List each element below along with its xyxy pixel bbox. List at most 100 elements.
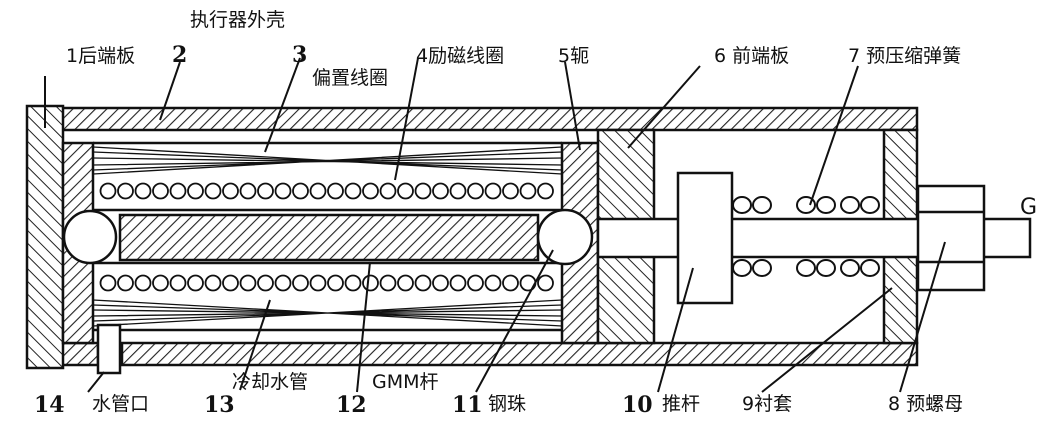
coil-turn <box>467 274 484 292</box>
spring-coils-bottom <box>732 259 880 277</box>
coil-turn <box>362 182 379 200</box>
label-nut: 8 预螺母 <box>888 393 963 415</box>
coil-turn <box>537 182 554 200</box>
label-ball: 钢珠 <box>488 393 526 415</box>
coil-turn <box>99 182 117 200</box>
label-g: G <box>1020 195 1037 220</box>
coil-turn <box>449 274 467 292</box>
bias-coil-top <box>92 146 563 175</box>
label-rod-num: 10 <box>622 392 653 418</box>
coil-turn <box>379 274 397 292</box>
coil-turn <box>204 274 222 292</box>
leader-lines <box>44 57 946 393</box>
spring-turn <box>840 196 860 214</box>
label-bias-num: 3 <box>292 42 307 68</box>
coil-turn <box>449 182 467 200</box>
spring-turn <box>860 196 880 214</box>
coil-turn <box>187 182 204 200</box>
label-gmm-num: 12 <box>336 392 367 418</box>
spring-turn <box>816 196 836 214</box>
coil-turn <box>117 274 134 292</box>
coil-turn <box>344 274 362 292</box>
bias-coil-bottom <box>92 299 563 327</box>
coil-turn <box>397 182 414 200</box>
label-yoke: 5轭 <box>558 45 589 67</box>
coil-turn <box>414 182 432 200</box>
coil-turn <box>134 274 152 292</box>
coil-turn <box>502 182 519 200</box>
label-housing: 执行器外壳 <box>190 9 285 31</box>
coil-turn <box>484 274 502 292</box>
coil-turn <box>152 182 169 200</box>
coil-turn <box>239 274 257 292</box>
label-ball-num: 11 <box>452 392 483 418</box>
excitation-coil-bottom <box>99 274 554 292</box>
label-rear-plate: 1后端板 <box>66 45 135 67</box>
label-spring: 7 预压缩弹簧 <box>848 45 961 67</box>
coil-turn <box>274 274 292 292</box>
coil-turn <box>292 274 309 292</box>
coil-turn <box>432 274 449 292</box>
coil-turn <box>204 182 222 200</box>
label-front-plate: 6 前端板 <box>714 45 789 67</box>
coil-turn <box>327 182 344 200</box>
label-outlet-num: 14 <box>34 392 65 418</box>
coil-turn <box>379 182 397 200</box>
label-cooling: 冷却水管 <box>232 371 308 393</box>
coil-turn <box>537 274 554 292</box>
coil-turn <box>169 274 187 292</box>
coil-turn <box>187 274 204 292</box>
spring-turn <box>732 259 752 277</box>
spring-turn <box>796 259 816 277</box>
rear-plate <box>25 104 65 370</box>
label-outlet: 水管口 <box>92 393 149 415</box>
rear-ball <box>62 209 118 265</box>
spring-turn <box>732 196 752 214</box>
coil-turn <box>484 182 502 200</box>
label-housing-num: 2 <box>172 42 187 68</box>
excitation-coil-top <box>99 182 554 200</box>
coil-turn <box>134 182 152 200</box>
coil-turn <box>344 182 362 200</box>
coil-turn <box>99 274 117 292</box>
coil-turn <box>117 182 134 200</box>
label-excite-coil: 4励磁线圈 <box>416 45 504 67</box>
coil-turn <box>222 274 239 292</box>
push-rod <box>596 171 922 305</box>
coil-turn <box>309 274 327 292</box>
label-gmm: GMM杆 <box>372 371 439 393</box>
coil-turn <box>257 182 274 200</box>
coil-turn <box>239 182 257 200</box>
spring-turn <box>752 196 772 214</box>
coil-turn <box>274 182 292 200</box>
coil-turn <box>152 274 169 292</box>
spring-turn <box>840 259 860 277</box>
spring-turn <box>752 259 772 277</box>
coil-turn <box>222 182 239 200</box>
coil-turn <box>519 182 537 200</box>
coil-turn <box>362 274 379 292</box>
coil-turn <box>309 182 327 200</box>
coil-turn <box>257 274 274 292</box>
inner-tubes <box>93 141 562 332</box>
coil-turn <box>292 182 309 200</box>
steel-ball <box>536 208 594 266</box>
coil-turn <box>397 274 414 292</box>
output-shaft-g <box>984 217 1032 259</box>
coil-turn <box>502 274 519 292</box>
water-outlet-pipe <box>96 323 122 375</box>
label-bias-coil: 偏置线圈 <box>312 67 388 89</box>
coil-turn <box>414 274 432 292</box>
label-rod: 推杆 <box>662 393 700 415</box>
preload-nut <box>916 184 986 292</box>
spring-coils-top <box>732 196 880 214</box>
label-sleeve: 9衬套 <box>742 393 792 415</box>
coil-turn <box>327 274 344 292</box>
spring-turn <box>816 259 836 277</box>
coil-turn <box>432 182 449 200</box>
label-cooling-num: 13 <box>204 392 235 418</box>
coil-turn <box>169 182 187 200</box>
coil-turn <box>467 182 484 200</box>
gmm-rod <box>118 213 540 262</box>
